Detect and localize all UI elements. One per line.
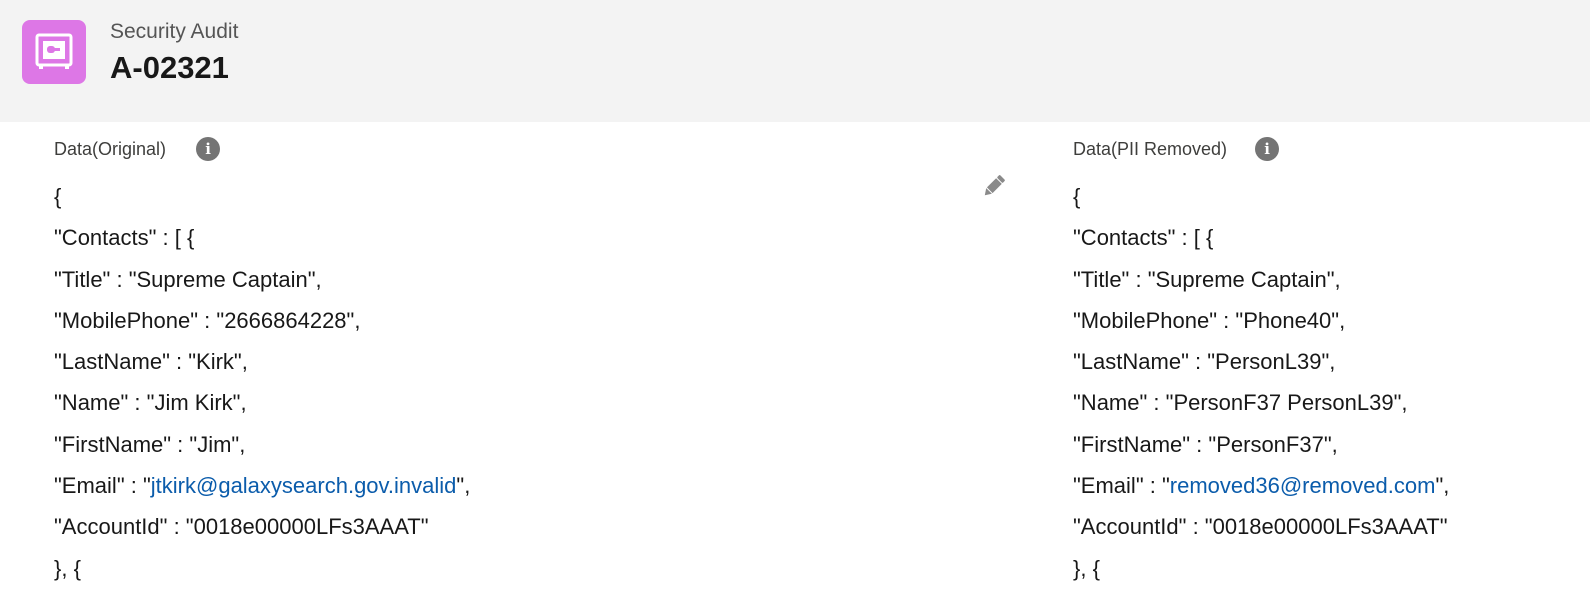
json-text: "Title" : "Supreme Captain", [1073,266,1341,292]
json-line: "Name" : "PersonF37 PersonL39", [1073,382,1449,423]
info-icon[interactable]: i [1255,137,1280,161]
json-line: "Contacts" : [ { [54,217,470,258]
json-text: }, { [54,555,81,581]
edit-pencil-icon[interactable] [980,172,1008,205]
json-text: ", [456,473,471,499]
json-text: "Name" : "Jim Kirk", [54,390,247,416]
json-line: }, { [54,548,470,589]
json-line: "Name" : "Jim Kirk", [54,382,470,423]
json-text: { [1073,184,1081,209]
json-line: "Title" : "Supreme Captain", [54,259,470,300]
original-data-label: Data(Original) [54,138,167,159]
json-line: { [54,176,470,217]
pii-removed-json-value: { "Contacts" : [ { "Title" : "Supreme Capt… [1073,176,1449,589]
json-line: "MobilePhone" : "2666864228", [54,300,470,341]
pii-removed-data-field: Data(PII Removed) i { "Contacts" : [ { "Ti… [1073,134,1449,589]
json-text: ", [1435,473,1450,499]
json-text: "AccountId" : "0018e00000LFs3AAAT" [1073,514,1448,540]
json-text: "AccountId" : "0018e00000LFs3AAAT" [54,514,429,540]
json-line: "AccountId" : "0018e00000LFs3AAAT" [54,506,470,547]
json-line: { [1073,176,1449,217]
json-text: "LastName" : "PersonL39", [1073,349,1336,375]
email-link[interactable]: jtkirk@galaxysearch.gov.invalid [150,473,457,499]
json-line: }, { [1073,548,1449,589]
json-text: "Email" : " [54,473,151,499]
email-link[interactable]: removed36@removed.com [1169,473,1436,499]
json-text: "MobilePhone" : "2666864228", [54,307,361,333]
json-text: "Contacts" : [ { [54,225,195,251]
original-json-value: { "Contacts" : [ { "Title" : "Supreme Capt… [54,176,470,589]
json-text: }, { [1073,555,1100,581]
json-line: "AccountId" : "0018e00000LFs3AAAT" [1073,506,1449,547]
json-text: "FirstName" : "PersonF37", [1073,431,1338,457]
json-text: { [54,184,62,209]
json-line: "Email" : "removed36@removed.com", [1073,465,1449,506]
json-line: "LastName" : "Kirk", [54,341,470,382]
json-text: "Email" : " [1073,473,1170,499]
pii-removed-data-label: Data(PII Removed) [1073,138,1228,159]
json-line: "Email" : "jtkirk@galaxysearch.gov.inval… [54,465,470,506]
original-data-field: Data(Original) i { "Contacts" : [ { "Title… [54,134,470,589]
json-text: "Name" : "PersonF37 PersonL39", [1073,390,1408,416]
json-text: "FirstName" : "Jim", [54,431,246,457]
record-header: Security Audit A-02321 [0,0,1590,122]
json-text: "LastName" : "Kirk", [54,349,248,375]
json-line: "FirstName" : "PersonF37", [1073,424,1449,465]
json-line: "FirstName" : "Jim", [54,424,470,465]
json-line: "Contacts" : [ { [1073,217,1449,258]
json-text: "Contacts" : [ { [1073,225,1214,251]
info-icon[interactable]: i [196,137,221,161]
json-line: "MobilePhone" : "Phone40", [1073,300,1449,341]
record-title: A-02321 [110,50,229,85]
json-line: "LastName" : "PersonL39", [1073,341,1449,382]
json-text: "Title" : "Supreme Captain", [54,266,322,292]
json-text: "MobilePhone" : "Phone40", [1073,307,1346,333]
safe-icon [22,20,86,84]
json-line: "Title" : "Supreme Captain", [1073,259,1449,300]
object-type-label: Security Audit [110,20,239,43]
